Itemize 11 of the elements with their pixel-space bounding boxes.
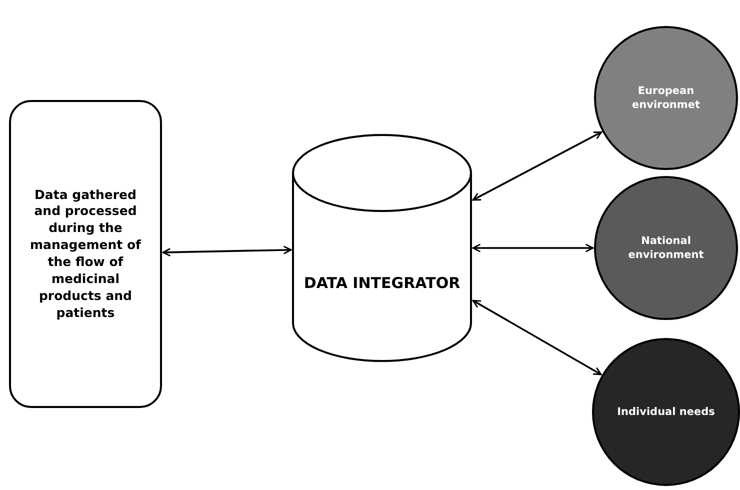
node-text: European environmet — [631, 84, 701, 112]
double-arrow — [472, 300, 602, 376]
double-arrow — [162, 246, 292, 257]
node-text: Individual needs — [616, 404, 716, 420]
node-text: DATA INTEGRATOR — [302, 272, 462, 294]
process-box — [9, 100, 162, 408]
node-text: Data gathered and processed during the management of the flow of medicinal products and patients — [29, 186, 142, 322]
double-arrow — [472, 244, 594, 252]
double-arrow — [472, 131, 602, 201]
node-text: National environment — [627, 234, 705, 262]
database-cylinder — [292, 135, 472, 361]
